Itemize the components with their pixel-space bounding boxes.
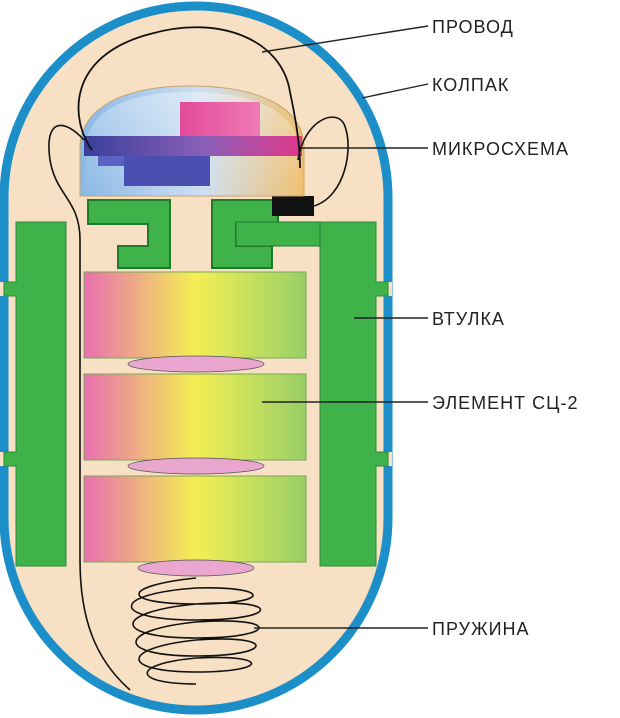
chip-lower-pad xyxy=(98,156,124,166)
label-cap: КОЛПАК xyxy=(432,75,509,95)
label-spring: ПРУЖИНА xyxy=(432,619,530,639)
leader-cap xyxy=(361,83,429,99)
chip-top-block xyxy=(180,102,260,136)
label-sleeve: ВТУЛКА xyxy=(432,309,505,329)
chip-main-plate xyxy=(84,136,302,156)
element-bottom-pad xyxy=(137,559,255,577)
label-element: ЭЛЕМЕНТ СЦ-2 xyxy=(432,393,578,413)
sleeve-left xyxy=(3,221,67,567)
sleeve-right xyxy=(319,221,389,567)
leader-wire xyxy=(261,25,429,53)
connector-block xyxy=(272,196,314,216)
element-gap-1 xyxy=(127,355,265,373)
wire-top-loop xyxy=(77,26,301,169)
wire-right-loop xyxy=(297,116,349,207)
label-chip: МИКРОСХЕМА xyxy=(432,139,569,159)
contact-bar-right xyxy=(235,221,321,247)
label-wire: ПРОВОД xyxy=(432,17,514,37)
element-disc-2 xyxy=(83,373,307,461)
element-disc-1 xyxy=(83,271,307,359)
spring xyxy=(130,577,262,685)
chip-lower-block xyxy=(124,156,210,186)
wire-left-run xyxy=(48,124,131,691)
element-disc-3 xyxy=(83,475,307,563)
element-gap-2 xyxy=(127,457,265,475)
contact-hook-left xyxy=(87,199,171,269)
